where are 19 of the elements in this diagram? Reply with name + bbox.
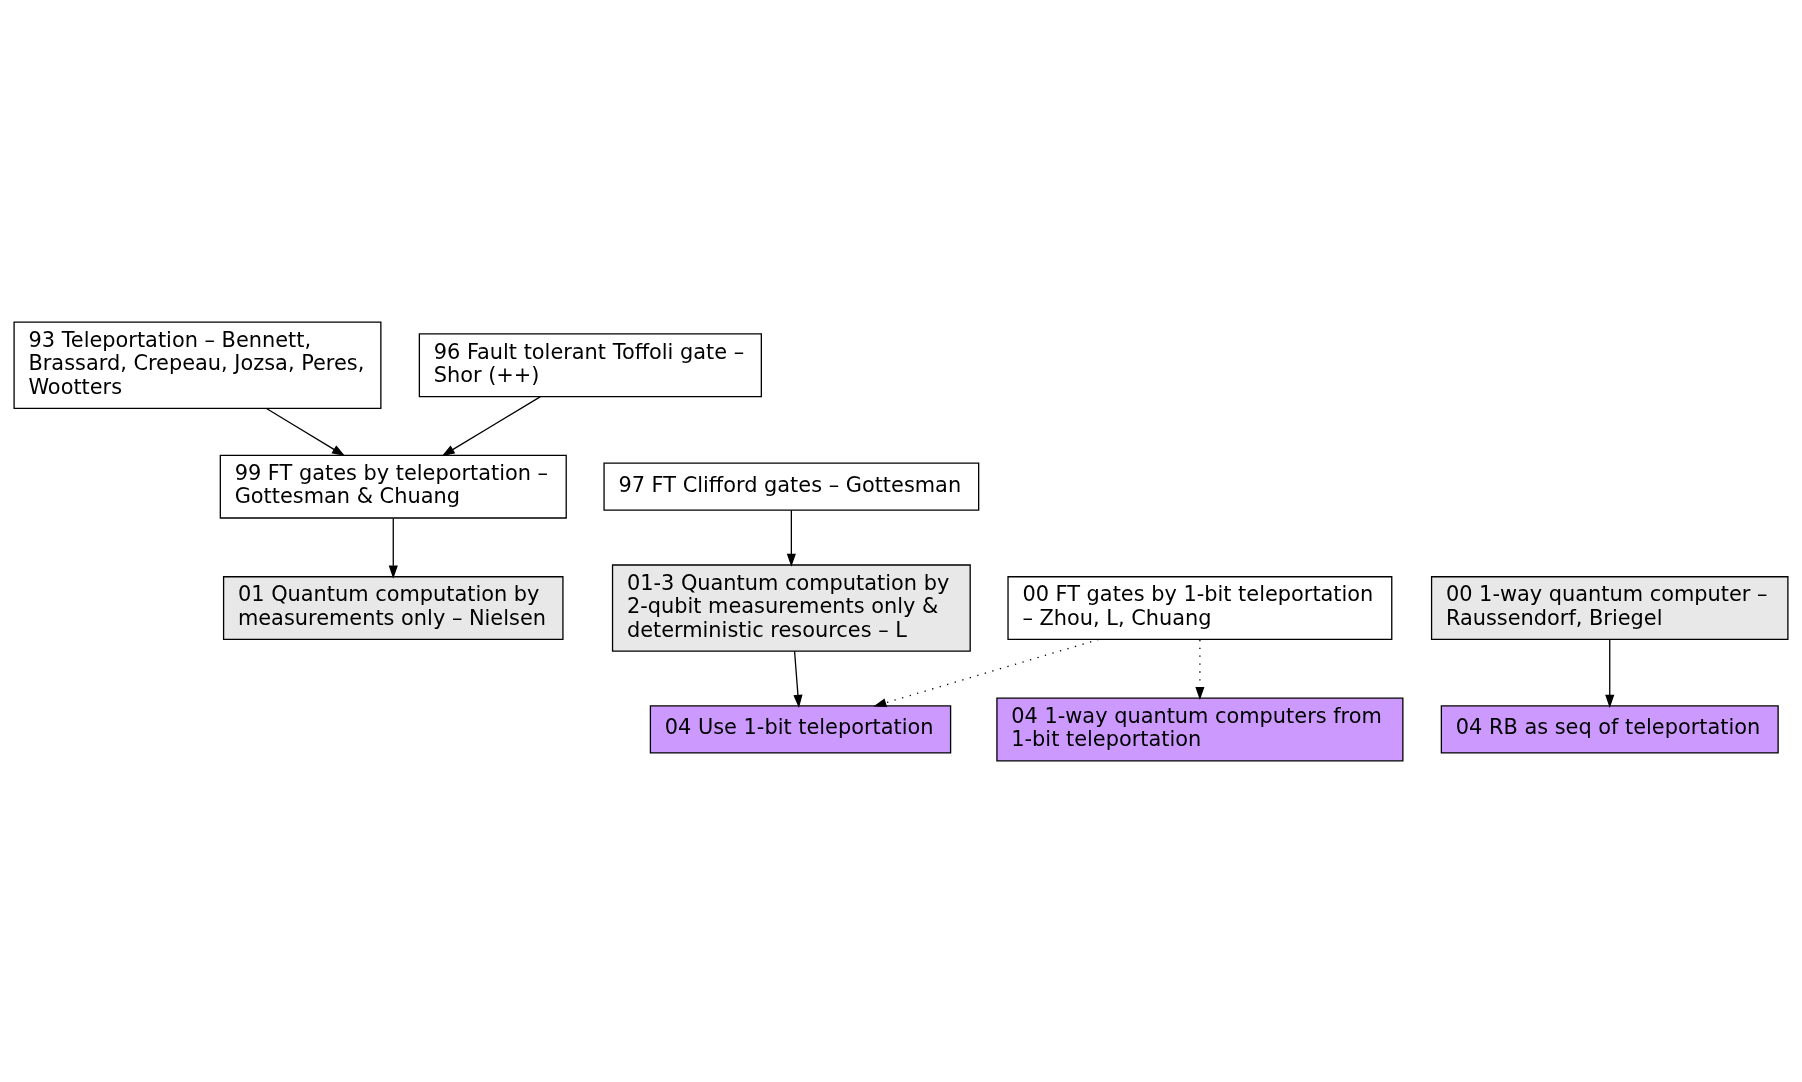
node-box: 04 RB as seq of teleportation: [1440, 704, 1779, 754]
node-box: 00 1-way quantum computer – Raussendorf, Briegel: [1430, 575, 1789, 640]
arrow: [793, 650, 803, 708]
node-box: 00 FT gates by 1-bit teleportation – Zhou, L, Chuang: [1007, 575, 1393, 640]
node-box: 96 Fault tolerant Toffoli gate – Shor (++): [418, 332, 762, 397]
arrow: [873, 638, 1100, 707]
node-box: 04 1-way quantum computers from 1-bit teleportation: [996, 696, 1404, 761]
arrow: [388, 517, 398, 579]
node-box: 01-3 Quantum computation by 2-qubit measurements only & deterministic resources – L: [611, 563, 971, 652]
arrow: [265, 407, 345, 456]
node-box: 01 Quantum computation by measurements only – Nielsen: [222, 575, 564, 640]
arrow: [441, 395, 541, 456]
node-box: 99 FT gates by teleportation – Gottesman & Chuang: [219, 454, 567, 519]
node-box: 97 FT Clifford gates – Gottesman: [603, 462, 980, 511]
node-box: 04 Use 1-bit teleportation: [649, 704, 952, 754]
node-box: 93 Teleportation – Bennett, Brassard, Crepeau, Jozsa, Peres, Wootters: [13, 321, 382, 409]
arrow: [1605, 638, 1615, 708]
arrow: [786, 509, 796, 567]
arrow: [1195, 638, 1205, 700]
